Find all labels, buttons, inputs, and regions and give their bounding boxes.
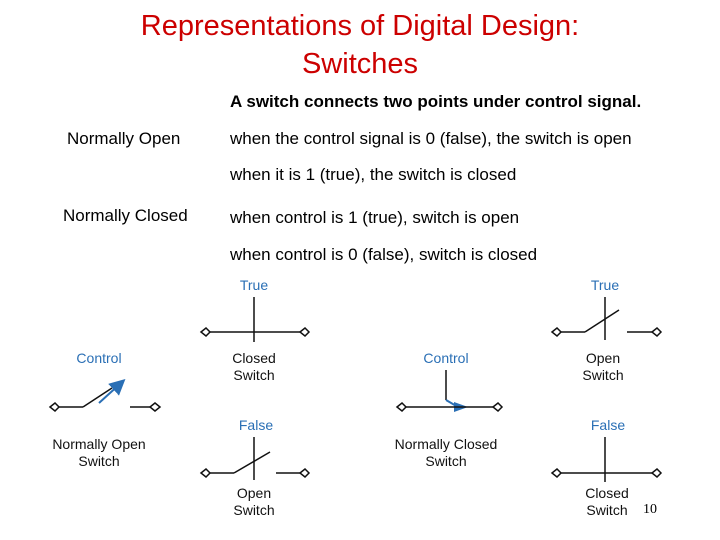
no-true-label: True <box>240 277 268 293</box>
nc-caption-2: Switch <box>425 453 466 469</box>
no-true-caption-1: Closed <box>232 350 276 366</box>
no-control-label: Control <box>76 350 121 366</box>
nc-false-right-terminal <box>650 467 663 479</box>
no-true-left-terminal <box>199 326 212 338</box>
nc-true-right-terminal <box>650 326 663 338</box>
normally-closed-label: Normally Closed <box>63 206 188 225</box>
no-true-symbol: True Closed Switch <box>199 277 311 383</box>
nc-false-left-terminal <box>550 467 563 479</box>
slide-title-line-1: Representations of Digital Design: <box>140 10 580 42</box>
normally-closed-desc-2: when control is 0 (false), switch is clo… <box>230 245 538 264</box>
nc-false-symbol: False Closed Switch <box>550 417 663 518</box>
no-true-right-terminal <box>298 326 311 338</box>
no-false-left-terminal <box>199 467 212 479</box>
no-true-caption-2: Switch <box>233 367 274 383</box>
slide-title-line-2: Switches <box>301 48 419 80</box>
no-false-caption-2: Switch <box>233 502 274 518</box>
nc-true-symbol: True Open Switch <box>550 277 663 383</box>
nc-right-terminal <box>491 401 504 413</box>
no-false-label: False <box>239 417 273 433</box>
nc-true-caption-1: Open <box>586 350 620 366</box>
nc-false-caption-1: Closed <box>585 485 629 501</box>
no-left-terminal <box>48 401 83 413</box>
nc-control-label: Control <box>423 350 468 366</box>
normally-open-label: Normally Open <box>67 129 181 148</box>
normally-open-symbol: Control Normally Open Switch <box>48 350 162 469</box>
normally-open-desc-2: when it is 1 (true), the switch is close… <box>230 165 517 184</box>
nc-false-caption-2: Switch <box>586 502 627 518</box>
nc-true-caption-2: Switch <box>582 367 623 383</box>
nc-caption-1: Normally Closed <box>395 436 498 452</box>
nc-left-terminal <box>395 401 408 413</box>
nc-true-label: True <box>591 277 619 293</box>
no-false-switch-arm <box>233 451 271 474</box>
normally-closed-desc-1: when control is 1 (true), switch is open <box>230 208 520 227</box>
no-false-symbol: False Open Switch <box>199 417 311 518</box>
no-caption-1: Normally Open <box>52 436 145 452</box>
no-false-right-terminal <box>298 467 311 479</box>
normally-closed-symbol: Control Normally Closed Switch <box>395 350 504 469</box>
no-switch-arm <box>82 387 113 408</box>
no-caption-2: Switch <box>78 453 119 469</box>
no-false-caption-1: Open <box>237 485 271 501</box>
nc-true-switch-arm <box>584 309 620 333</box>
no-control-arrow <box>98 378 126 404</box>
normally-open-desc-1: when the control signal is 0 (false), th… <box>230 129 632 148</box>
no-right-terminal <box>130 402 162 412</box>
intro-text: A switch connects two points under contr… <box>230 92 642 111</box>
slide-number: 10 <box>643 502 657 517</box>
nc-true-left-terminal <box>550 326 563 338</box>
nc-false-label: False <box>591 417 625 433</box>
